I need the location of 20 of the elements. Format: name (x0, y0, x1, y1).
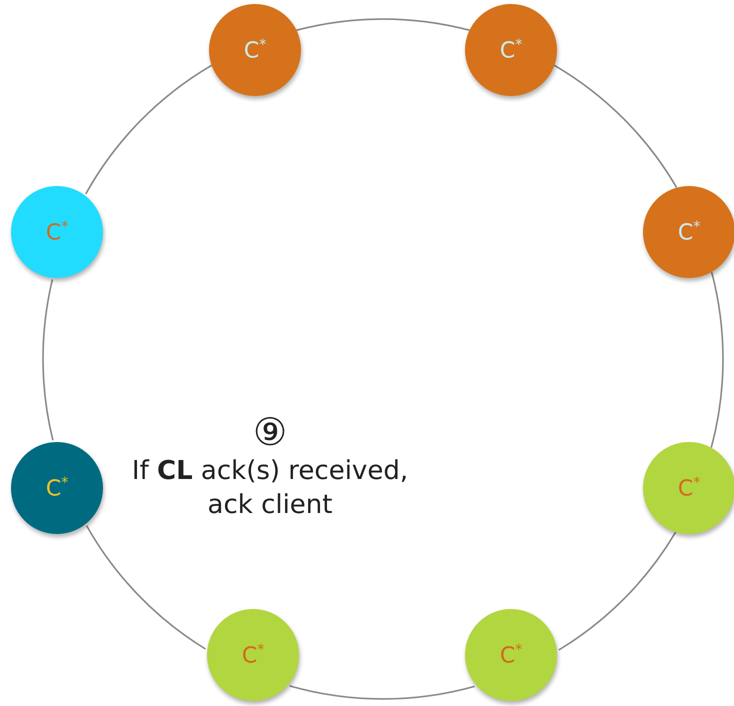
ring-arc (558, 532, 676, 651)
ring-arc (86, 525, 206, 650)
node-label: C$^{*}$ (242, 642, 264, 668)
ring-arc (42, 279, 54, 440)
node-label: C$^{*}$ (244, 36, 266, 64)
ring-arc (85, 64, 212, 194)
node-label: C$^{*}$ (678, 218, 700, 246)
node-circle (465, 4, 557, 96)
node-label: C$^{*}$ (46, 218, 68, 246)
node-label: C$^{*}$ (46, 474, 68, 502)
node-label: C$^{*}$ (500, 36, 522, 64)
node-label: C$^{*}$ (678, 474, 700, 502)
node-circle (465, 609, 557, 701)
step-note: If CL ack(s) received, ack client (130, 455, 410, 522)
ring-arc (710, 272, 724, 448)
ring-arc (289, 685, 475, 700)
ring-arc (554, 64, 678, 188)
node-label: C$^{*}$ (500, 642, 522, 668)
ring-arc (296, 18, 470, 31)
step-number: ⑨ (252, 410, 288, 454)
